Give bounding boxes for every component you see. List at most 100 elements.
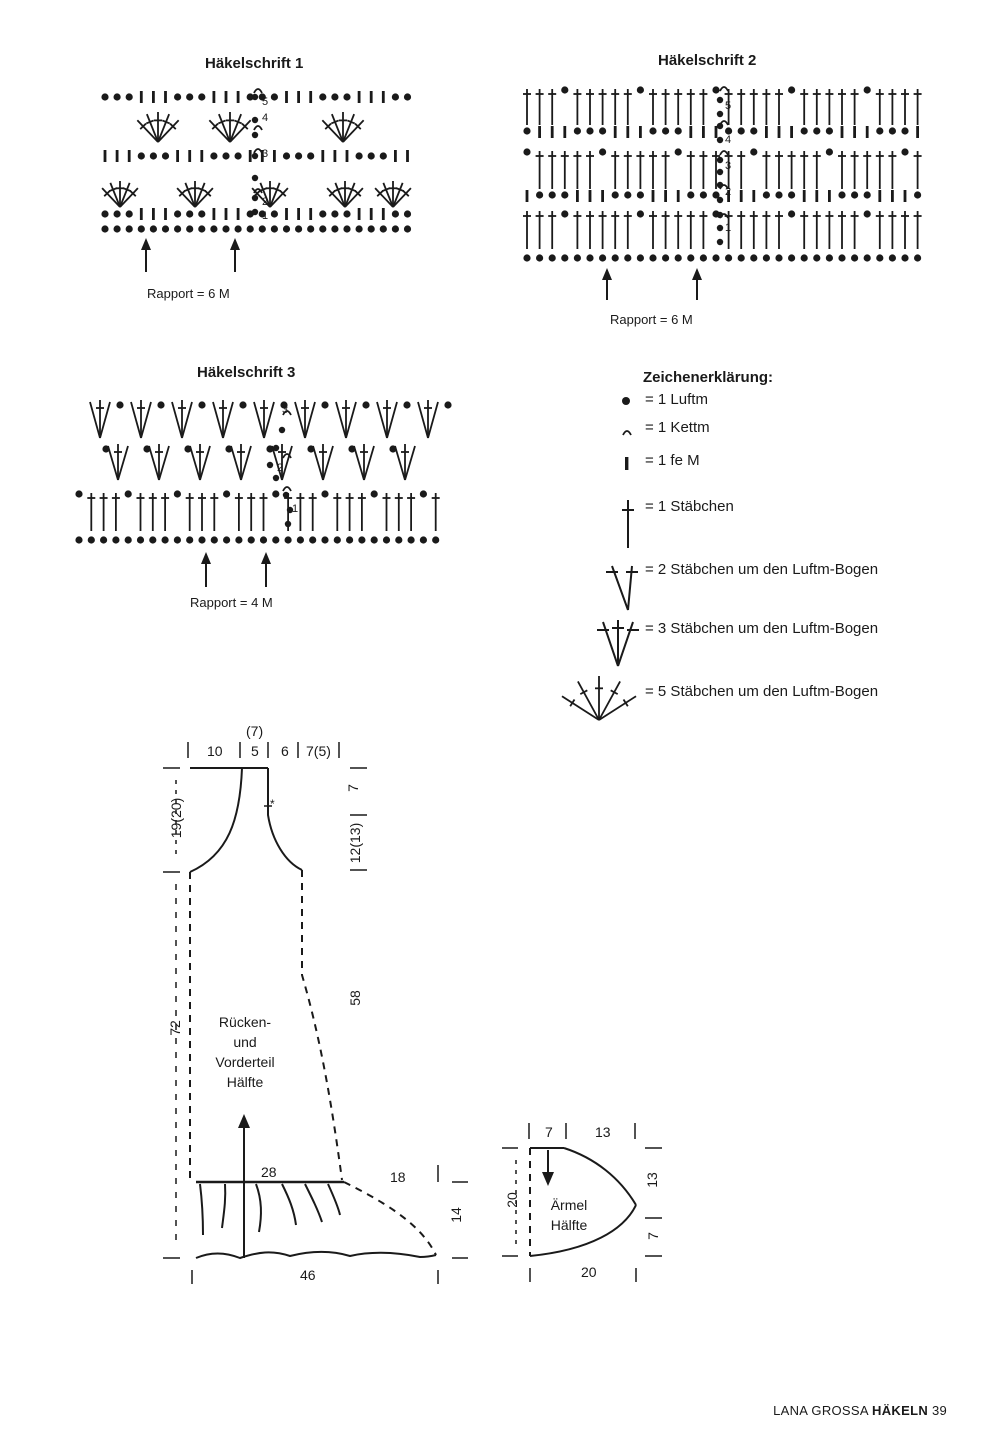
single-crochet-bar xyxy=(525,190,529,202)
single-crochet-bar xyxy=(689,126,693,138)
fan-stitch-stem xyxy=(136,119,159,143)
single-crochet-bar xyxy=(727,190,730,202)
fan-stitch-stem xyxy=(229,119,252,143)
chain-stitch-dot xyxy=(258,225,266,233)
chain-stitch-dot xyxy=(234,225,242,233)
three-dc-stem xyxy=(212,401,224,439)
chain-stitch-dot xyxy=(101,210,109,218)
fan-stitch-cross xyxy=(233,119,243,125)
chain-stitch-dot xyxy=(198,210,206,218)
fan-stitch-stem xyxy=(101,187,121,208)
chain-stitch-dot xyxy=(716,224,724,232)
fan-stitch-cross xyxy=(324,122,332,130)
chain-stitch-dot xyxy=(687,254,695,262)
legend-item-three-dc: = 3 Stäbchen um den Luftm-Bogen xyxy=(645,620,879,637)
chain-stitch-dot xyxy=(775,254,783,262)
slip-stitch-arc xyxy=(719,120,729,126)
crochet-chart-2 xyxy=(523,86,922,300)
three-dc-stem xyxy=(363,445,375,481)
chain-stitch-dot xyxy=(851,254,859,262)
chain-stitch-dot xyxy=(173,490,181,498)
fan-stitch-stem xyxy=(119,187,139,208)
fan-stitch-cross xyxy=(330,119,340,125)
body-label: Rücken- und Vorderteil Hälfte xyxy=(210,1012,280,1092)
body-label-line: Hälfte xyxy=(226,1074,264,1090)
chain-stitch-dot xyxy=(321,536,329,544)
chain-stitch-dot xyxy=(876,127,884,135)
single-crochet-bar xyxy=(802,190,806,202)
chain-stitch-dot xyxy=(210,536,218,544)
crochet-chart-1 xyxy=(101,88,412,272)
chain-stitch-dot xyxy=(788,210,796,218)
chain-stitch-dot xyxy=(280,401,288,409)
chain-stitch-dot xyxy=(186,225,194,233)
chain-stitch-dot xyxy=(174,93,182,101)
chain-stitch-dot xyxy=(161,536,169,544)
single-crochet-bar xyxy=(752,190,756,202)
three-dc-stem xyxy=(353,445,365,481)
chain-stitch-dot xyxy=(343,225,351,233)
single-crochet-bar xyxy=(576,190,579,202)
legend-item-chain: = 1 Luftm xyxy=(645,391,708,408)
fan-stitch-cross xyxy=(103,190,111,197)
chain-stitch-dot xyxy=(101,93,109,101)
chain-stitch-dot xyxy=(750,127,758,135)
chain-stitch-dot xyxy=(87,536,95,544)
fan-stitch-stem xyxy=(194,182,206,208)
single-crochet-bar xyxy=(369,91,373,103)
chain-stitch-dot xyxy=(113,225,121,233)
chain-stitch-dot xyxy=(825,254,834,262)
single-crochet-bar xyxy=(639,126,642,138)
chain-stitch-dot xyxy=(270,210,278,218)
fan-stitch-stem xyxy=(344,182,356,208)
arrow-up-icon xyxy=(238,1114,250,1128)
chain-stitch-dot xyxy=(888,254,897,262)
single-crochet-bar xyxy=(651,190,655,202)
fan-stitch-cross xyxy=(122,187,131,192)
chain-stitch-dot xyxy=(687,191,695,199)
chain-stitch-dot xyxy=(75,536,83,544)
legend-symbols xyxy=(561,397,639,721)
chain-stitch-dot xyxy=(716,196,724,204)
fan-stitch-cross xyxy=(579,689,588,695)
dim-top-b: 5 xyxy=(251,743,259,759)
fan-stitch-cross xyxy=(346,119,356,125)
fan-stitch-cross xyxy=(334,187,343,192)
chain-stitch-dot xyxy=(272,536,280,544)
chain-stitch-dot xyxy=(573,127,582,135)
chain-stitch-dot xyxy=(100,536,108,544)
single-crochet-bar xyxy=(563,126,567,138)
fan-stitch-stem xyxy=(229,113,242,143)
single-crochet-bar xyxy=(236,208,240,220)
fan-stitch-cross xyxy=(328,190,336,197)
chain-stitch-dot xyxy=(125,93,133,101)
chain-stitch-dot xyxy=(573,254,582,262)
sleeve-dim-right-top: 13 xyxy=(644,1172,660,1188)
body-schematic xyxy=(163,742,468,1284)
legend-item-single-crochet: = 1 fe M xyxy=(645,452,700,469)
slip-stitch-arc xyxy=(253,88,263,94)
chain-stitch-dot xyxy=(258,93,266,101)
fan-stitch-stem xyxy=(259,182,271,208)
single-crochet-bar xyxy=(152,208,155,220)
single-crochet-bar xyxy=(176,150,179,162)
arrow-down-icon xyxy=(542,1172,554,1186)
chain-stitch-dot xyxy=(662,127,670,135)
arrow-up-icon xyxy=(261,552,271,564)
single-crochet-bar xyxy=(321,150,325,162)
fan-stitch-cross xyxy=(169,122,177,130)
fan-stitch-stem xyxy=(157,119,180,143)
chain-stitch-dot xyxy=(737,254,745,262)
chain-stitch-dot xyxy=(346,536,354,544)
chain-stitch-dot xyxy=(112,536,120,544)
chain-stitch-dot xyxy=(716,238,724,246)
crochet-chart-3 xyxy=(75,400,452,587)
fan-stitch-stem xyxy=(269,182,281,208)
chain-stitch-dot xyxy=(379,225,387,233)
chain-stitch-dot xyxy=(210,225,218,233)
chain-stitch-dot xyxy=(272,474,280,482)
three-dc-stem xyxy=(148,445,160,481)
slip-stitch-arc xyxy=(719,213,729,219)
dim-right-top: 7 xyxy=(345,784,361,792)
